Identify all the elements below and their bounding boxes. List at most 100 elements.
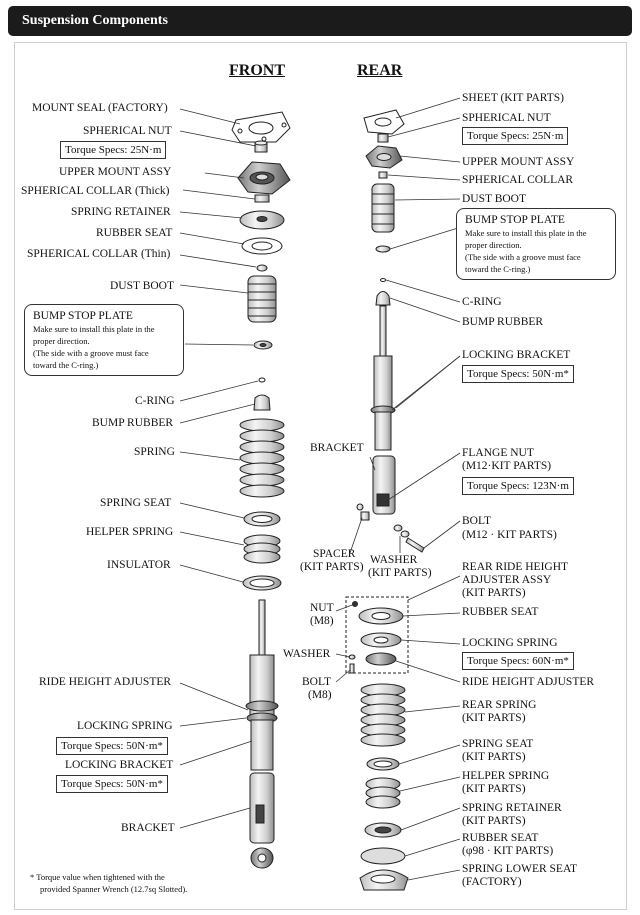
front-spring-label: SPRING: [134, 446, 175, 458]
rear-helper-spring-label: HELPER SPRING: [462, 770, 550, 782]
front-locking-bracket-torque: Torque Specs: 50N·m*: [56, 775, 168, 793]
rear-bump-stop-line2: proper direction.: [465, 240, 522, 250]
front-spring: [239, 418, 285, 498]
header-bar: Suspension Components: [8, 6, 632, 36]
front-insulator-label: INSULATOR: [107, 559, 171, 571]
rear-locking-bracket-torque: Torque Specs: 50N·m*: [462, 365, 574, 383]
rear-washer-kit-label: WASHER: [370, 554, 418, 566]
front-mount-seal: [231, 111, 291, 143]
rear-helper-spring-sub: (KIT PARTS): [462, 783, 526, 795]
front-spring-retainer: [239, 210, 285, 230]
front-collar-thick-label: SPHERICAL COLLAR (Thick): [21, 185, 170, 197]
rear-bolt-m8-sub: (M8): [308, 689, 332, 701]
front-spring-retainer-label: SPRING RETAINER: [71, 206, 171, 218]
front-spherical-nut: [254, 140, 268, 153]
rear-flange-nut-label: FLANGE NUT: [462, 447, 534, 459]
rear-spring-seat-label: SPRING SEAT: [462, 738, 534, 750]
rear-rubber-seat-98-label: RUBBER SEAT: [462, 832, 539, 844]
rear-c-ring: [380, 278, 386, 282]
front-bump-stop-plate: [253, 340, 273, 350]
rear-adjuster-assy-line1: REAR RIDE HEIGHT: [462, 561, 569, 573]
front-spring-seat-label: SPRING SEAT: [100, 497, 172, 509]
rear-adjuster-assy-line2: ADJUSTER ASSY: [462, 574, 552, 586]
rear-ride-height-adjuster-label: RIDE HEIGHT ADJUSTER: [462, 676, 595, 688]
rear-flange-nut-sub: (M12·KIT PARTS): [462, 460, 552, 472]
front-locking-bracket-label: LOCKING BRACKET: [65, 759, 174, 771]
front-bump-stop-line2: proper direction.: [33, 336, 90, 346]
front-bump-stop-line4: toward the C-ring.): [33, 360, 99, 370]
front-insulator: [242, 575, 282, 591]
front-column-title: FRONT: [229, 62, 285, 79]
front-upper-mount: [237, 161, 291, 195]
front-bump-stop-note: BUMP STOP PLATE Make sure to install thi…: [24, 304, 184, 376]
rear-spring-seat: [366, 757, 400, 771]
footnote-line1: * Torque value when tightened with the: [30, 872, 165, 882]
rear-c-ring-label: C-RING: [462, 296, 502, 308]
rear-bump-stop-line4: toward the C-ring.): [465, 264, 531, 274]
page-title: Suspension Components: [22, 13, 168, 28]
front-collar-thin-label: SPHERICAL COLLAR (Thin): [27, 248, 171, 260]
rear-rubber-seat-label: RUBBER SEAT: [462, 606, 539, 618]
front-locking-spring-torque: Torque Specs: 50N·m*: [56, 737, 168, 755]
rear-rubber-seat-98-sub: (φ98 · KIT PARTS): [462, 845, 554, 857]
rear-spherical-collar-label: SPHERICAL COLLAR: [462, 174, 574, 186]
front-damper: [245, 599, 279, 869]
rear-spring-label: REAR SPRING: [462, 699, 537, 711]
front-bracket-label: BRACKET: [121, 822, 175, 834]
rear-bump-stop-line1: Make sure to install this plate in the: [465, 228, 587, 238]
rear-spring-retainer: [364, 822, 402, 838]
rear-adjuster-parts: [348, 601, 404, 674]
front-spring-seat: [243, 511, 281, 527]
front-ride-height-adjuster-label: RIDE HEIGHT ADJUSTER: [39, 676, 172, 688]
rear-spacer-label: SPACER: [313, 548, 356, 560]
front-bump-stop-title: BUMP STOP PLATE: [33, 310, 133, 322]
rear-sheet: [363, 109, 405, 135]
rear-dust-boot: [371, 183, 395, 233]
front-bump-rubber: [253, 394, 271, 411]
front-spherical-collar-thin: [256, 264, 268, 272]
front-spherical-nut-torque: Torque Specs: 25N·m: [60, 141, 167, 159]
rear-flange-nut-torque: Torque Specs: 123N·m: [462, 477, 574, 495]
rear-spacer-sub: (KIT PARTS): [300, 561, 364, 573]
rear-adjuster-assy-line3: (KIT PARTS): [462, 587, 526, 599]
rear-upper-mount: [365, 145, 403, 169]
front-rubber-seat-label: RUBBER SEAT: [96, 227, 173, 239]
rear-bolt-m8-label: BOLT: [302, 676, 331, 688]
front-locking-spring-label: LOCKING SPRING: [77, 720, 173, 732]
front-rubber-seat: [241, 237, 283, 255]
rear-rubber-seat-98: [360, 847, 406, 865]
rear-spring-seat-sub: (KIT PARTS): [462, 751, 526, 763]
front-c-ring: [258, 377, 266, 383]
rear-bolt-sub: (M12 · KIT PARTS): [462, 529, 557, 541]
front-helper-spring: [243, 534, 281, 564]
rear-spring-sub: (KIT PARTS): [462, 712, 526, 724]
front-helper-spring-label: HELPER SPRING: [86, 526, 174, 538]
rear-locking-bracket-label: LOCKING BRACKET: [462, 349, 571, 361]
front-dust-boot: [247, 275, 277, 323]
rear-spherical-nut-torque: Torque Specs: 25N·m: [462, 127, 569, 145]
rear-bolt-spacer-washer: [356, 503, 425, 553]
rear-spring-lower-seat-sub: (FACTORY): [462, 876, 522, 888]
rear-dust-boot-label: DUST BOOT: [462, 193, 527, 205]
diagram-frame: [14, 42, 627, 910]
rear-spherical-collar: [378, 171, 388, 179]
rear-damper: [370, 305, 396, 515]
rear-washer-kit-sub: (KIT PARTS): [368, 567, 432, 579]
rear-column-title: REAR: [357, 62, 403, 79]
rear-spring-retainer-label: SPRING RETAINER: [462, 802, 562, 814]
rear-leader-lines: [335, 97, 461, 881]
front-spherical-collar-thick: [254, 194, 270, 203]
rear-spring-lower-seat-label: SPRING LOWER SEAT: [462, 863, 578, 875]
rear-nut-sub: (M8): [310, 615, 334, 627]
rear-spring-lower-seat: [359, 869, 409, 891]
rear-nut-label: NUT: [310, 602, 334, 614]
rear-spherical-nut: [377, 133, 389, 143]
front-mount-seal-label: MOUNT SEAL (FACTORY): [32, 102, 168, 114]
rear-bump-rubber: [375, 291, 391, 306]
rear-bump-stop-line3: (The side with a groove must face: [465, 252, 581, 262]
rear-bump-stop-title: BUMP STOP PLATE: [465, 214, 565, 226]
rear-spherical-nut-label: SPHERICAL NUT: [462, 112, 551, 124]
rear-bump-rubber-label: BUMP RUBBER: [462, 316, 544, 328]
rear-bump-stop-note: BUMP STOP PLATE Make sure to install thi…: [456, 208, 616, 280]
